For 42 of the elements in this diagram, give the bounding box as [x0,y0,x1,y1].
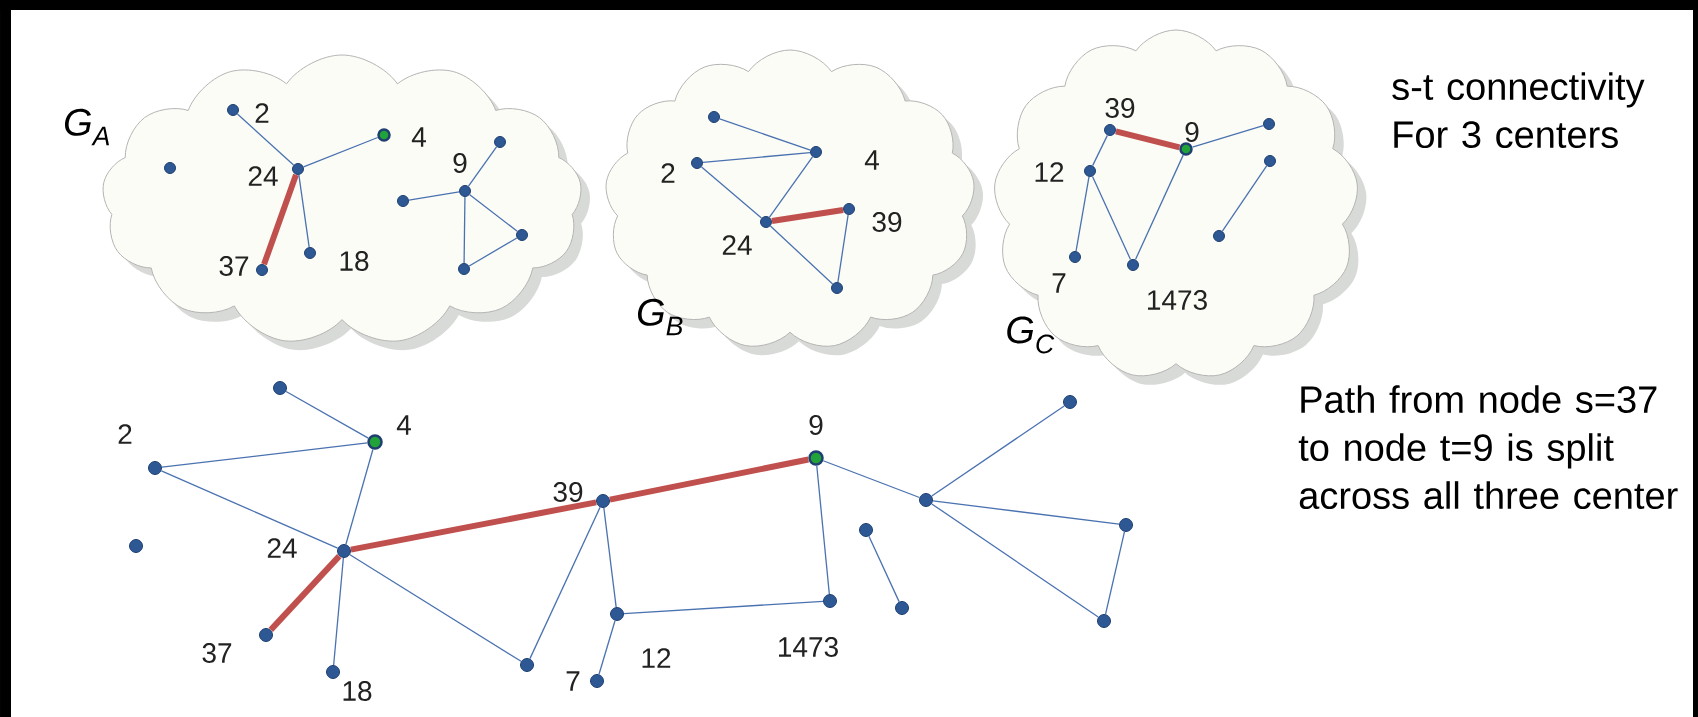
graph-vertex [520,658,534,672]
graph-edge [822,460,921,499]
graph-edge [931,503,1099,618]
graph-edge [345,448,374,545]
graph-edge [868,535,900,603]
graph-edge [932,500,1120,525]
vertex-number: 2 [118,424,132,444]
vertex-number: 9 [809,415,823,435]
graph-vertex [1097,614,1111,628]
graph-vertex [129,539,143,553]
vertex-number: 12 [642,648,671,668]
graph-edge [623,600,824,615]
graph-edge [1104,531,1126,615]
vertex-number: 24 [267,538,297,558]
graph-vertex [1119,518,1133,532]
graph-edge [529,506,601,660]
vertex-number: 37 [202,643,232,663]
note-text: s-t connectivity For 3 centers [1392,72,1645,149]
vertex-number: 39 [553,482,583,502]
graph-vertex [273,381,287,395]
vertex-number: 4 [396,415,411,435]
graph-edge [160,470,339,549]
graph-edge [285,390,369,439]
graph-vertex [895,601,909,615]
vertex-number: 7 [566,671,580,691]
graph-edge [816,465,830,595]
graph-vertex [859,523,873,537]
graph-label: G$_{A}$ [65,108,109,146]
graph-edge [931,405,1065,497]
vertex-number: 18 [343,681,372,701]
vertex-number: 1473 [779,637,838,657]
graph-vertex [919,493,933,507]
highlighted-edge [268,554,342,632]
highlighted-edge [350,499,597,553]
note-text: Path from node s=37 to node t=9 is split across all three center [1298,385,1678,510]
graph-edge [333,557,345,666]
graph-edge [349,554,522,662]
graph-edge [161,442,368,468]
graph-edge [603,507,617,608]
highlighted-edge [609,456,809,503]
graph-edge [598,620,616,675]
graph-vertex [1063,395,1077,409]
